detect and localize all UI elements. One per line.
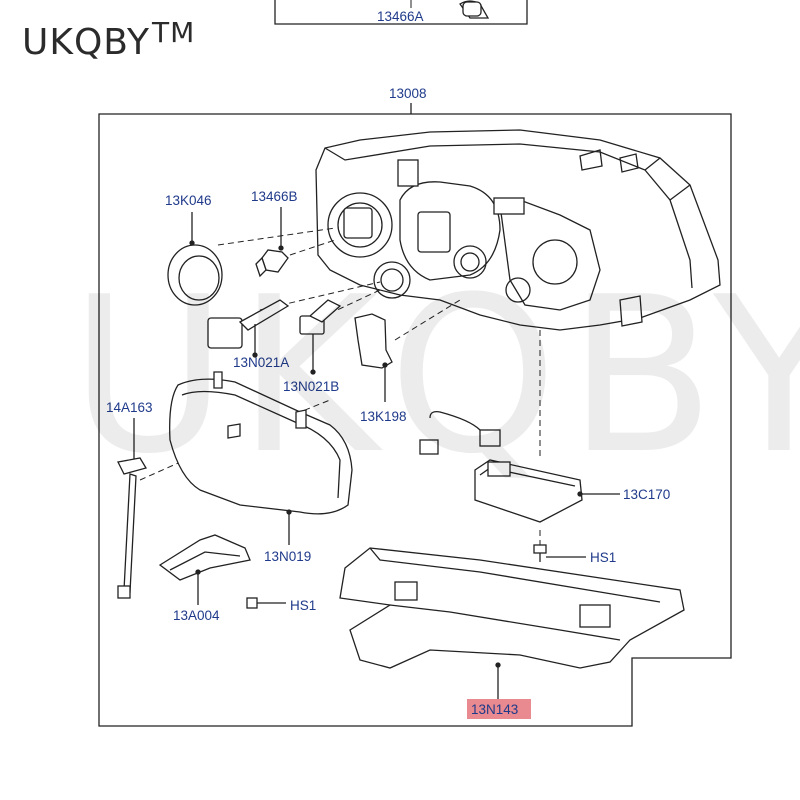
top-box-fragment [274, 0, 528, 25]
screw-bracket-part [246, 597, 286, 609]
label-ballast: 13C170 [623, 487, 670, 502]
bulb-cap-part [167, 212, 223, 306]
label-assembly: 13008 [389, 86, 427, 101]
assembly-frame [98, 103, 732, 727]
label-socket: 13K198 [360, 409, 407, 424]
label-adjuster: 14A163 [106, 400, 153, 415]
bracket-part [158, 534, 251, 605]
ballast-part [474, 459, 620, 523]
highlight-box [467, 699, 531, 719]
label-bulb-h1: 13N021B [283, 379, 339, 394]
label-bottom-bracket: 13N143 [471, 702, 518, 717]
adjuster-part [117, 418, 147, 599]
socket-part [354, 313, 393, 402]
headlamp-housing [315, 129, 721, 331]
label-top-part: 13466A [377, 9, 424, 24]
bulb-h7-part [207, 299, 290, 358]
background-watermark: UKQBY TM [70, 250, 800, 501]
brand-logo: UKQBYTM [22, 16, 196, 63]
label-bracket: 13A004 [173, 608, 220, 623]
rear-cover-part [169, 371, 353, 545]
label-screw-ballast: HS1 [590, 550, 616, 565]
label-rear-cover: 13N019 [264, 549, 311, 564]
bottom-bracket-part [339, 547, 685, 700]
label-bulb-small: 13466B [251, 189, 298, 204]
screw-ballast-part [533, 544, 586, 562]
wire-harness-part [419, 410, 501, 455]
label-bulb-h7: 13N021A [233, 355, 289, 370]
label-screw-bracket: HS1 [290, 598, 316, 613]
bulb-h1-part [299, 299, 342, 375]
bulb-small-part [255, 207, 289, 278]
label-bulb-cap: 13K046 [165, 193, 212, 208]
